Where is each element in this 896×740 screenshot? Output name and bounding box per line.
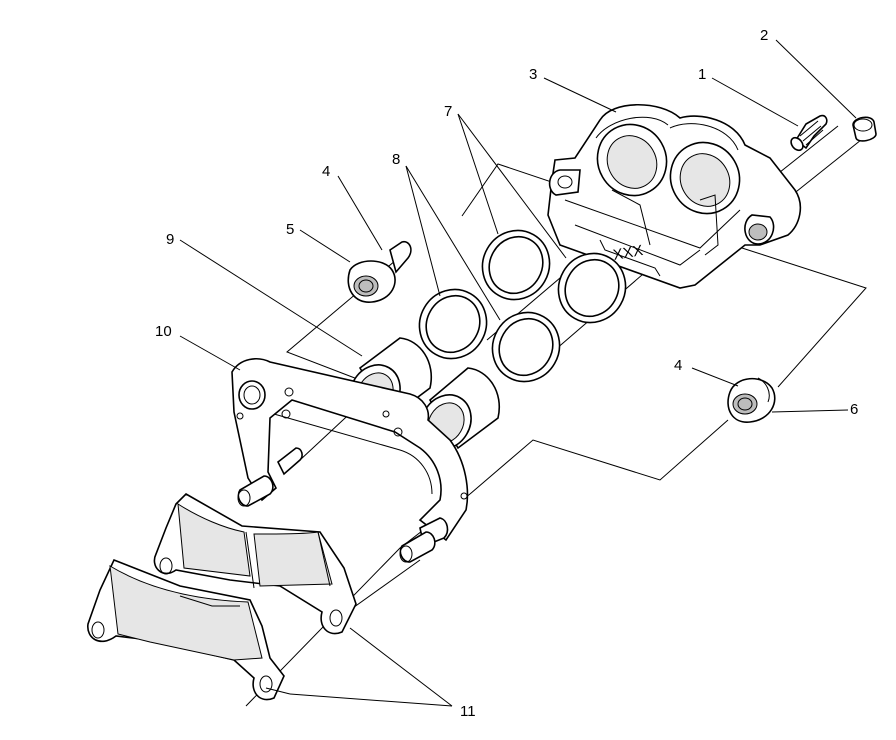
callout-6: 6 <box>850 401 858 418</box>
callout-7: 7 <box>444 103 452 120</box>
mounting-bracket <box>231 358 469 563</box>
bleeder-cap <box>852 116 877 142</box>
caliper-marking: XXX <box>612 242 645 264</box>
caliper-body <box>547 103 802 289</box>
brake-pad-lower <box>87 558 285 701</box>
dust-boots <box>418 288 561 383</box>
guide-bushing-lower <box>727 377 776 423</box>
callout-labels: 1 2 3 4 4 5 6 7 8 9 10 11 <box>155 27 858 720</box>
callout-11: 11 <box>460 703 476 720</box>
brake-pad-upper <box>153 493 357 635</box>
guide-bushing-upper <box>347 240 412 303</box>
callout-4-lower: 4 <box>674 357 682 374</box>
callout-1: 1 <box>698 66 706 83</box>
piston-seals <box>481 229 627 324</box>
callout-2: 2 <box>760 27 768 44</box>
callout-8: 8 <box>392 151 400 168</box>
callout-9: 9 <box>166 231 174 248</box>
bleeder-screw <box>790 114 828 152</box>
callout-3: 3 <box>529 66 537 83</box>
callout-4-upper: 4 <box>322 163 330 180</box>
callout-10: 10 <box>155 323 172 340</box>
callout-5: 5 <box>286 221 294 238</box>
leader-lines <box>179 39 857 707</box>
